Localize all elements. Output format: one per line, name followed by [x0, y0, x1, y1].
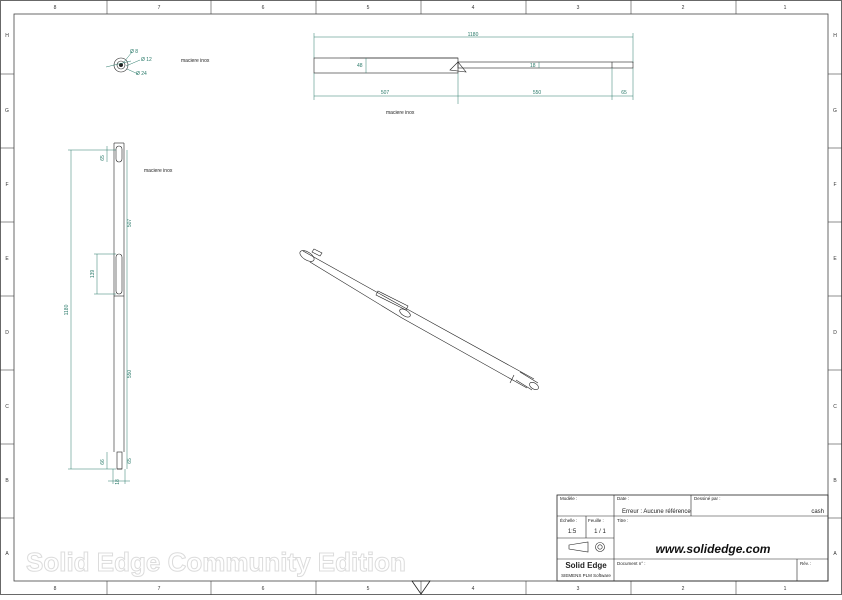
zone-col-7-bottom: 7 — [158, 586, 161, 592]
zone-row-d-right: D — [833, 330, 837, 336]
tb-vendor: SIEMENS PLM Software — [561, 573, 611, 578]
zone-col-3: 3 — [577, 5, 580, 11]
zone-row-e: E — [5, 256, 9, 262]
column-zone-labels-bottom: 8 7 6 5 4 3 2 1 — [54, 586, 787, 592]
zone-col-1-bottom: 1 — [784, 586, 787, 592]
zone-row-h-right: H — [833, 33, 837, 39]
top-dim-overall: 1180 — [468, 32, 479, 38]
zone-row-a: A — [5, 551, 9, 557]
zone-col-8: 8 — [54, 5, 57, 11]
tb-sheet-value: 1 / 1 — [594, 529, 606, 535]
row-zones — [0, 73, 842, 519]
zone-col-3-bottom: 3 — [577, 586, 580, 592]
zone-row-b-right: B — [833, 478, 837, 484]
top-view: 1180 48 18 507 550 65 — [313, 32, 634, 104]
zone-col-6: 6 — [262, 5, 265, 11]
top-dim-left-len: 507 — [381, 90, 390, 96]
zone-row-h: H — [5, 33, 9, 39]
material-note-2: maciere inox — [386, 110, 415, 116]
zone-row-f-right: F — [833, 182, 836, 188]
tb-doc-label: Document n° : — [617, 561, 646, 566]
zone-col-8-bottom: 8 — [54, 586, 57, 592]
tb-sheet-label: Feuille : — [588, 518, 604, 523]
zone-row-c: C — [5, 404, 9, 410]
watermark-text: Solid Edge Community Edition — [26, 547, 406, 577]
zone-row-d: D — [5, 330, 9, 336]
tb-brand: Solid Edge — [565, 561, 607, 570]
projection-symbol-icon — [568, 541, 605, 553]
side-dim-overall: 1180 — [64, 304, 70, 315]
row-zone-labels-right: H G F E D C B A — [833, 33, 837, 557]
tb-rev-label: Rév. : — [800, 561, 811, 566]
zone-row-f: F — [5, 182, 8, 188]
side-view: 1180 139 65 507 550 66 65 18 — [64, 142, 133, 485]
zone-col-6-bottom: 6 — [262, 586, 265, 592]
zone-row-e-right: E — [833, 256, 837, 262]
tb-scale-value: 1:5 — [568, 529, 577, 535]
detail-dim-24: Ø 24 — [136, 71, 147, 77]
zone-col-5-bottom: 5 — [367, 586, 370, 592]
material-note-1: maciere inox — [181, 58, 210, 64]
side-dim-lower: 550 — [127, 370, 133, 379]
tb-model-label: Modèle : — [560, 496, 577, 501]
zone-row-g-right: G — [833, 108, 837, 114]
side-dim-tip: 65 — [127, 458, 133, 464]
tb-title-label: Titre : — [617, 518, 628, 523]
side-dim-upper: 507 — [127, 219, 133, 228]
centering-mark-icon — [411, 580, 431, 595]
tb-drawn-by-label: Dessiné par : — [694, 496, 721, 501]
side-dim-slot-top: 65 — [100, 155, 106, 161]
detail-dim-12: Ø 12 — [141, 57, 152, 63]
top-dim-tip-len: 65 — [621, 90, 627, 96]
row-zone-labels-left: H G F E D C B A — [5, 33, 9, 557]
zone-col-4-bottom: 4 — [472, 586, 475, 592]
zone-col-4: 4 — [472, 5, 475, 11]
side-dim-bottom-a: 66 — [100, 459, 106, 465]
side-dim-bottom-w: 18 — [115, 479, 121, 485]
top-dim-dia-left: 48 — [357, 63, 363, 69]
isometric-view — [299, 248, 539, 391]
tb-url: www.solidedge.com — [656, 542, 771, 556]
column-zones — [106, 0, 737, 595]
zone-row-g: G — [5, 108, 9, 114]
tb-error-value: Erreur : Aucune référence — [622, 509, 691, 515]
detail-dim-8: Ø 8 — [130, 49, 138, 55]
top-dim-dia-right: 18 — [530, 63, 536, 69]
column-zone-labels-top: 8 7 6 5 4 3 2 1 — [54, 5, 787, 11]
side-dim-mid-slot: 139 — [90, 270, 96, 279]
tb-drawn-by-value: cash — [811, 509, 824, 515]
title-block: Modèle : Date : Dessiné par : Erreur : A… — [556, 494, 829, 582]
zone-row-c-right: C — [833, 404, 837, 410]
zone-col-1: 1 — [784, 5, 787, 11]
zone-col-7: 7 — [158, 5, 161, 11]
zone-col-2: 2 — [682, 5, 685, 11]
top-dim-right-len: 550 — [533, 90, 542, 96]
zone-row-b: B — [5, 478, 9, 484]
zone-col-5: 5 — [367, 5, 370, 11]
tb-date-label: Date : — [617, 496, 629, 501]
material-note-3: maciere inox — [144, 168, 173, 174]
tb-scale-label: Échelle : — [560, 517, 577, 523]
zone-col-2-bottom: 2 — [682, 586, 685, 592]
detail-section-view: Ø 8 Ø 12 Ø 24 — [105, 49, 152, 77]
zone-row-a-right: A — [833, 551, 837, 557]
